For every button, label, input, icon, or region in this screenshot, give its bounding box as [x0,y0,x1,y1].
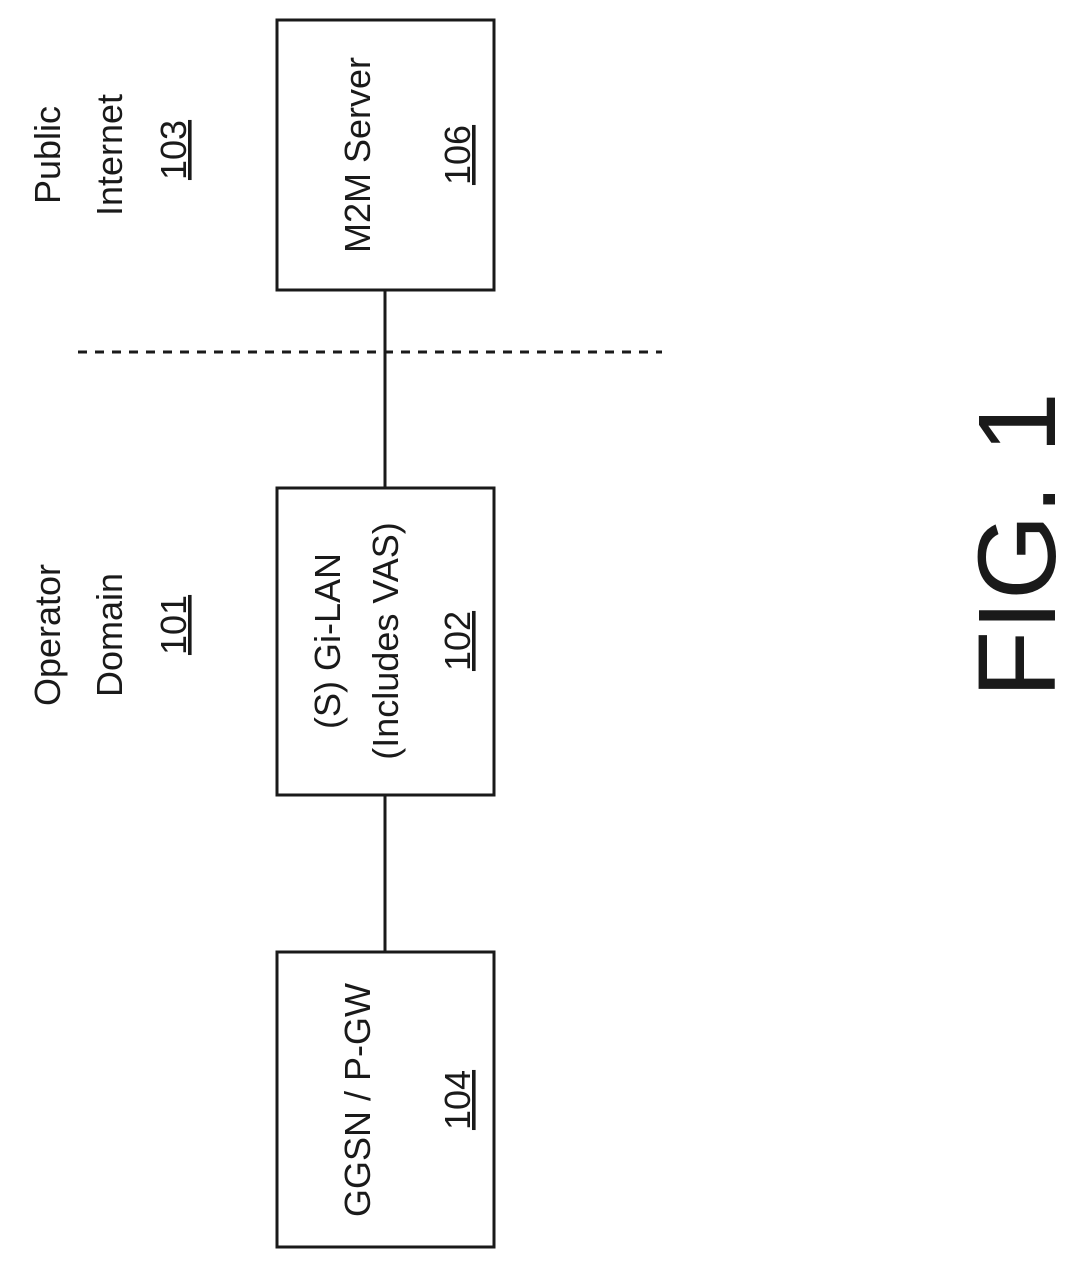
gilan-ref: 102 [437,611,478,671]
gilan-label-line1: (S) Gi-LAN [307,553,348,729]
operator-domain-ref: 101 [153,595,194,655]
m2m-server-ref: 106 [437,125,478,185]
public-internet-label-line2: Internet [89,94,130,216]
ggsn-pgw-label: GGSN / P-GW [337,983,378,1217]
gilan-label-line2: (Includes VAS) [365,522,406,759]
ggsn-pgw-ref: 104 [437,1070,478,1130]
public-internet-ref: 103 [153,120,194,180]
m2m-server-label: M2M Server [337,57,378,253]
figure-label: FIG. 1 [956,392,1079,698]
operator-domain-label-line2: Domain [89,573,130,697]
operator-domain-label-line1: Operator [27,564,68,706]
public-internet-label-line1: Public [27,106,68,204]
